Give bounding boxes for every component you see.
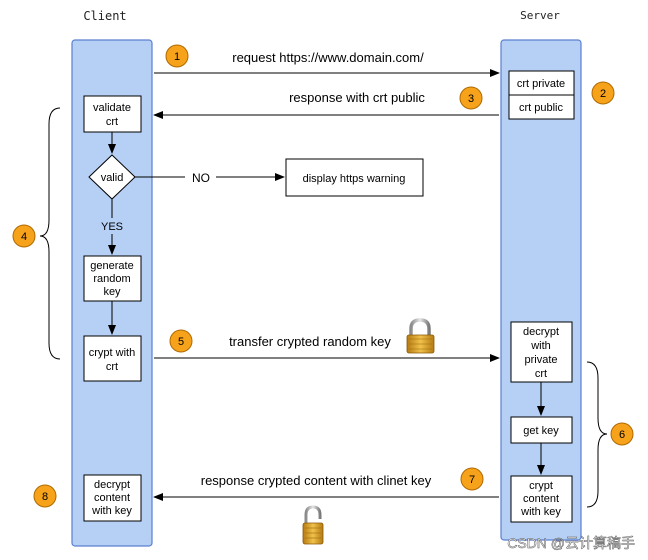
- generate-key-line2: random: [93, 273, 130, 285]
- server-decrypt-line3: private: [524, 354, 557, 366]
- step-badge-7-text: 7: [469, 474, 475, 486]
- server-decrypt-box: decrypt with private crt: [510, 321, 573, 383]
- get-key-text: get key: [523, 425, 559, 437]
- server-brace: [586, 361, 608, 508]
- step-badge-8: 8: [33, 484, 57, 508]
- crt-public-text: crt public: [519, 102, 564, 114]
- valid-decision-label: valid: [101, 172, 124, 184]
- padlock-open-icon: [302, 505, 324, 545]
- request-label: request https://www.domain.com/: [232, 50, 424, 65]
- step-badge-5: 5: [169, 329, 193, 353]
- validate-crt-line2: crt: [106, 116, 118, 128]
- crypt-with-crt-line1: crypt with: [89, 347, 135, 359]
- server-crypt-line1: crypt: [529, 480, 553, 492]
- step-badge-3: 3: [459, 86, 483, 110]
- step-badge-7: 7: [460, 467, 484, 491]
- response-content-label: response crypted content with clinet key: [201, 473, 432, 488]
- step-badge-1: 1: [165, 44, 189, 68]
- client-brace: [39, 107, 61, 360]
- step-badge-8-text: 8: [42, 491, 48, 503]
- step-badge-4-text: 4: [21, 231, 27, 243]
- step-badge-2-text: 2: [600, 88, 606, 100]
- crypt-with-crt-line2: crt: [106, 361, 118, 373]
- step-badge-6: 6: [610, 422, 634, 446]
- padlock-closed-icon: [406, 318, 435, 354]
- crt-private-box: crt private: [508, 70, 575, 96]
- step-badge-2: 2: [591, 81, 615, 105]
- https-warning-text: display https warning: [303, 173, 406, 185]
- transfer-key-label: transfer crypted random key: [229, 334, 391, 349]
- get-key-box: get key: [510, 416, 573, 444]
- validate-crt-box: validate crt: [83, 95, 142, 133]
- crt-public-box: crt public: [508, 94, 575, 120]
- response-crt-label: response with crt public: [289, 90, 425, 105]
- server-label: Server: [520, 9, 560, 22]
- crypt-with-crt-box: crypt with crt: [83, 335, 142, 382]
- decrypt-content-line1: decrypt: [94, 479, 130, 491]
- server-decrypt-line2: with: [530, 340, 551, 352]
- client-label: Client: [83, 9, 126, 23]
- server-crypt-line2: content: [523, 493, 559, 505]
- step-badge-3-text: 3: [468, 93, 474, 105]
- step-badge-5-text: 5: [178, 336, 184, 348]
- yes-label: YES: [101, 221, 123, 233]
- step-badge-1-text: 1: [174, 51, 180, 63]
- server-decrypt-line1: decrypt: [523, 326, 559, 338]
- https-warning-box: display https warning: [285, 158, 424, 197]
- server-crypt-box: crypt content with key: [510, 475, 573, 523]
- crt-private-text: crt private: [517, 78, 565, 90]
- watermark: CSDN @云计算稿手: [507, 535, 635, 551]
- generate-key-box: generate random key: [83, 255, 142, 302]
- generate-key-line1: generate: [90, 260, 133, 272]
- step-badge-4: 4: [12, 224, 36, 248]
- server-decrypt-line4: crt: [535, 368, 547, 380]
- generate-key-line3: key: [103, 286, 121, 298]
- valid-decision: valid: [88, 154, 136, 200]
- step-badge-6-text: 6: [619, 429, 625, 441]
- validate-crt-line1: validate: [93, 102, 131, 114]
- decrypt-content-line3: with key: [91, 505, 132, 517]
- decrypt-content-line2: content: [94, 492, 130, 504]
- decrypt-content-box: decrypt content with key: [83, 474, 142, 522]
- no-label: NO: [192, 171, 210, 185]
- server-crypt-line3: with key: [520, 506, 561, 518]
- server-lane: [500, 39, 582, 541]
